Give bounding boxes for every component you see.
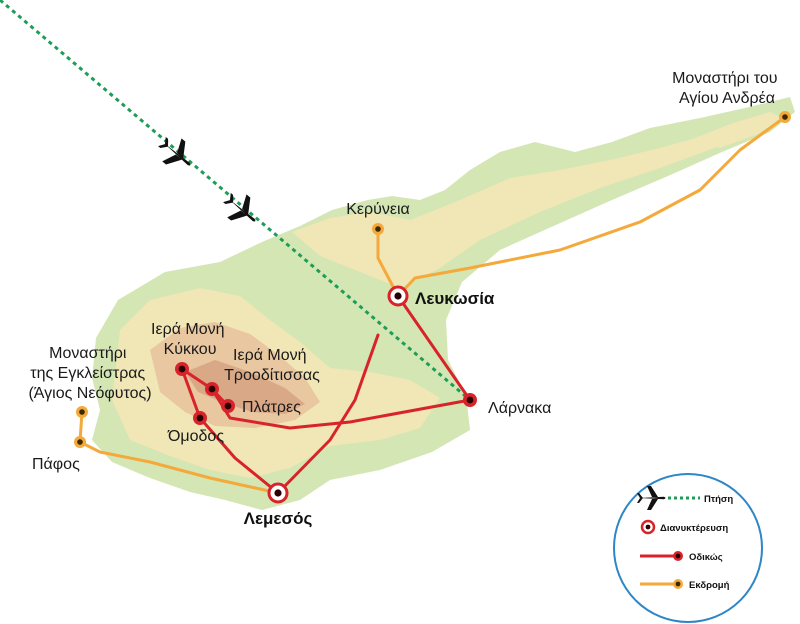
label-trooditissa: Ιερά Μονή Τροοδίτισσας: [224, 347, 320, 384]
legend-flight-label: Πτήση: [704, 494, 733, 505]
legend-border: [613, 473, 763, 623]
airplane-icon: [223, 192, 256, 222]
label-enkleistra: Μοναστήρι της Εγκλείστρας (Άγιος Νεόφυτο…: [28, 345, 151, 402]
label-limassol: Λεμεσός: [244, 509, 313, 528]
label-paphos: Πάφος: [32, 456, 80, 473]
label-kykkos: Ιερά Μονή Κύκκου: [151, 321, 229, 358]
legend-flight: Πτήση: [637, 486, 733, 510]
highland-north: [292, 118, 770, 288]
label-monastery-andreas: Μοναστήρι του Αγίου Ανδρέα: [672, 70, 782, 107]
road-markers: [175, 362, 477, 425]
road-nicosia-larnaca: [396, 294, 472, 402]
excursion-kyrenia: [376, 227, 400, 298]
flight-path: [0, 0, 471, 402]
overnight-markers: [267, 285, 409, 504]
highland-karpas: [690, 112, 782, 148]
excursion-andreas: [396, 115, 787, 298]
label-larnaca: Λάρνακα: [488, 400, 551, 417]
airplane-icon: [158, 136, 191, 166]
legend-excursion-label: Εκδρομή: [689, 580, 730, 591]
label-nicosia: Λευκωσία: [415, 289, 495, 308]
legend-road: Οδικώς: [640, 551, 723, 563]
label-omodos: Όμοδος: [167, 428, 224, 445]
legend: Πτήση Διανυκτέρευση Οδικώς Εκδρομή: [613, 473, 763, 623]
excursion-markers: [74, 111, 791, 448]
mountain-peak: [185, 360, 305, 414]
legend-overnight: Διανυκτέρευση: [640, 519, 728, 535]
road-nicosia-limassol: [276, 333, 380, 495]
airplane-icon: [637, 486, 666, 510]
label-platres: Πλάτρες: [242, 399, 301, 416]
legend-overnight-label: Διανυκτέρευση: [660, 523, 728, 534]
legend-excursion: Εκδρομή: [640, 579, 730, 591]
legend-road-label: Οδικώς: [689, 552, 723, 563]
label-kyrenia: Κερύνεια: [346, 201, 410, 218]
